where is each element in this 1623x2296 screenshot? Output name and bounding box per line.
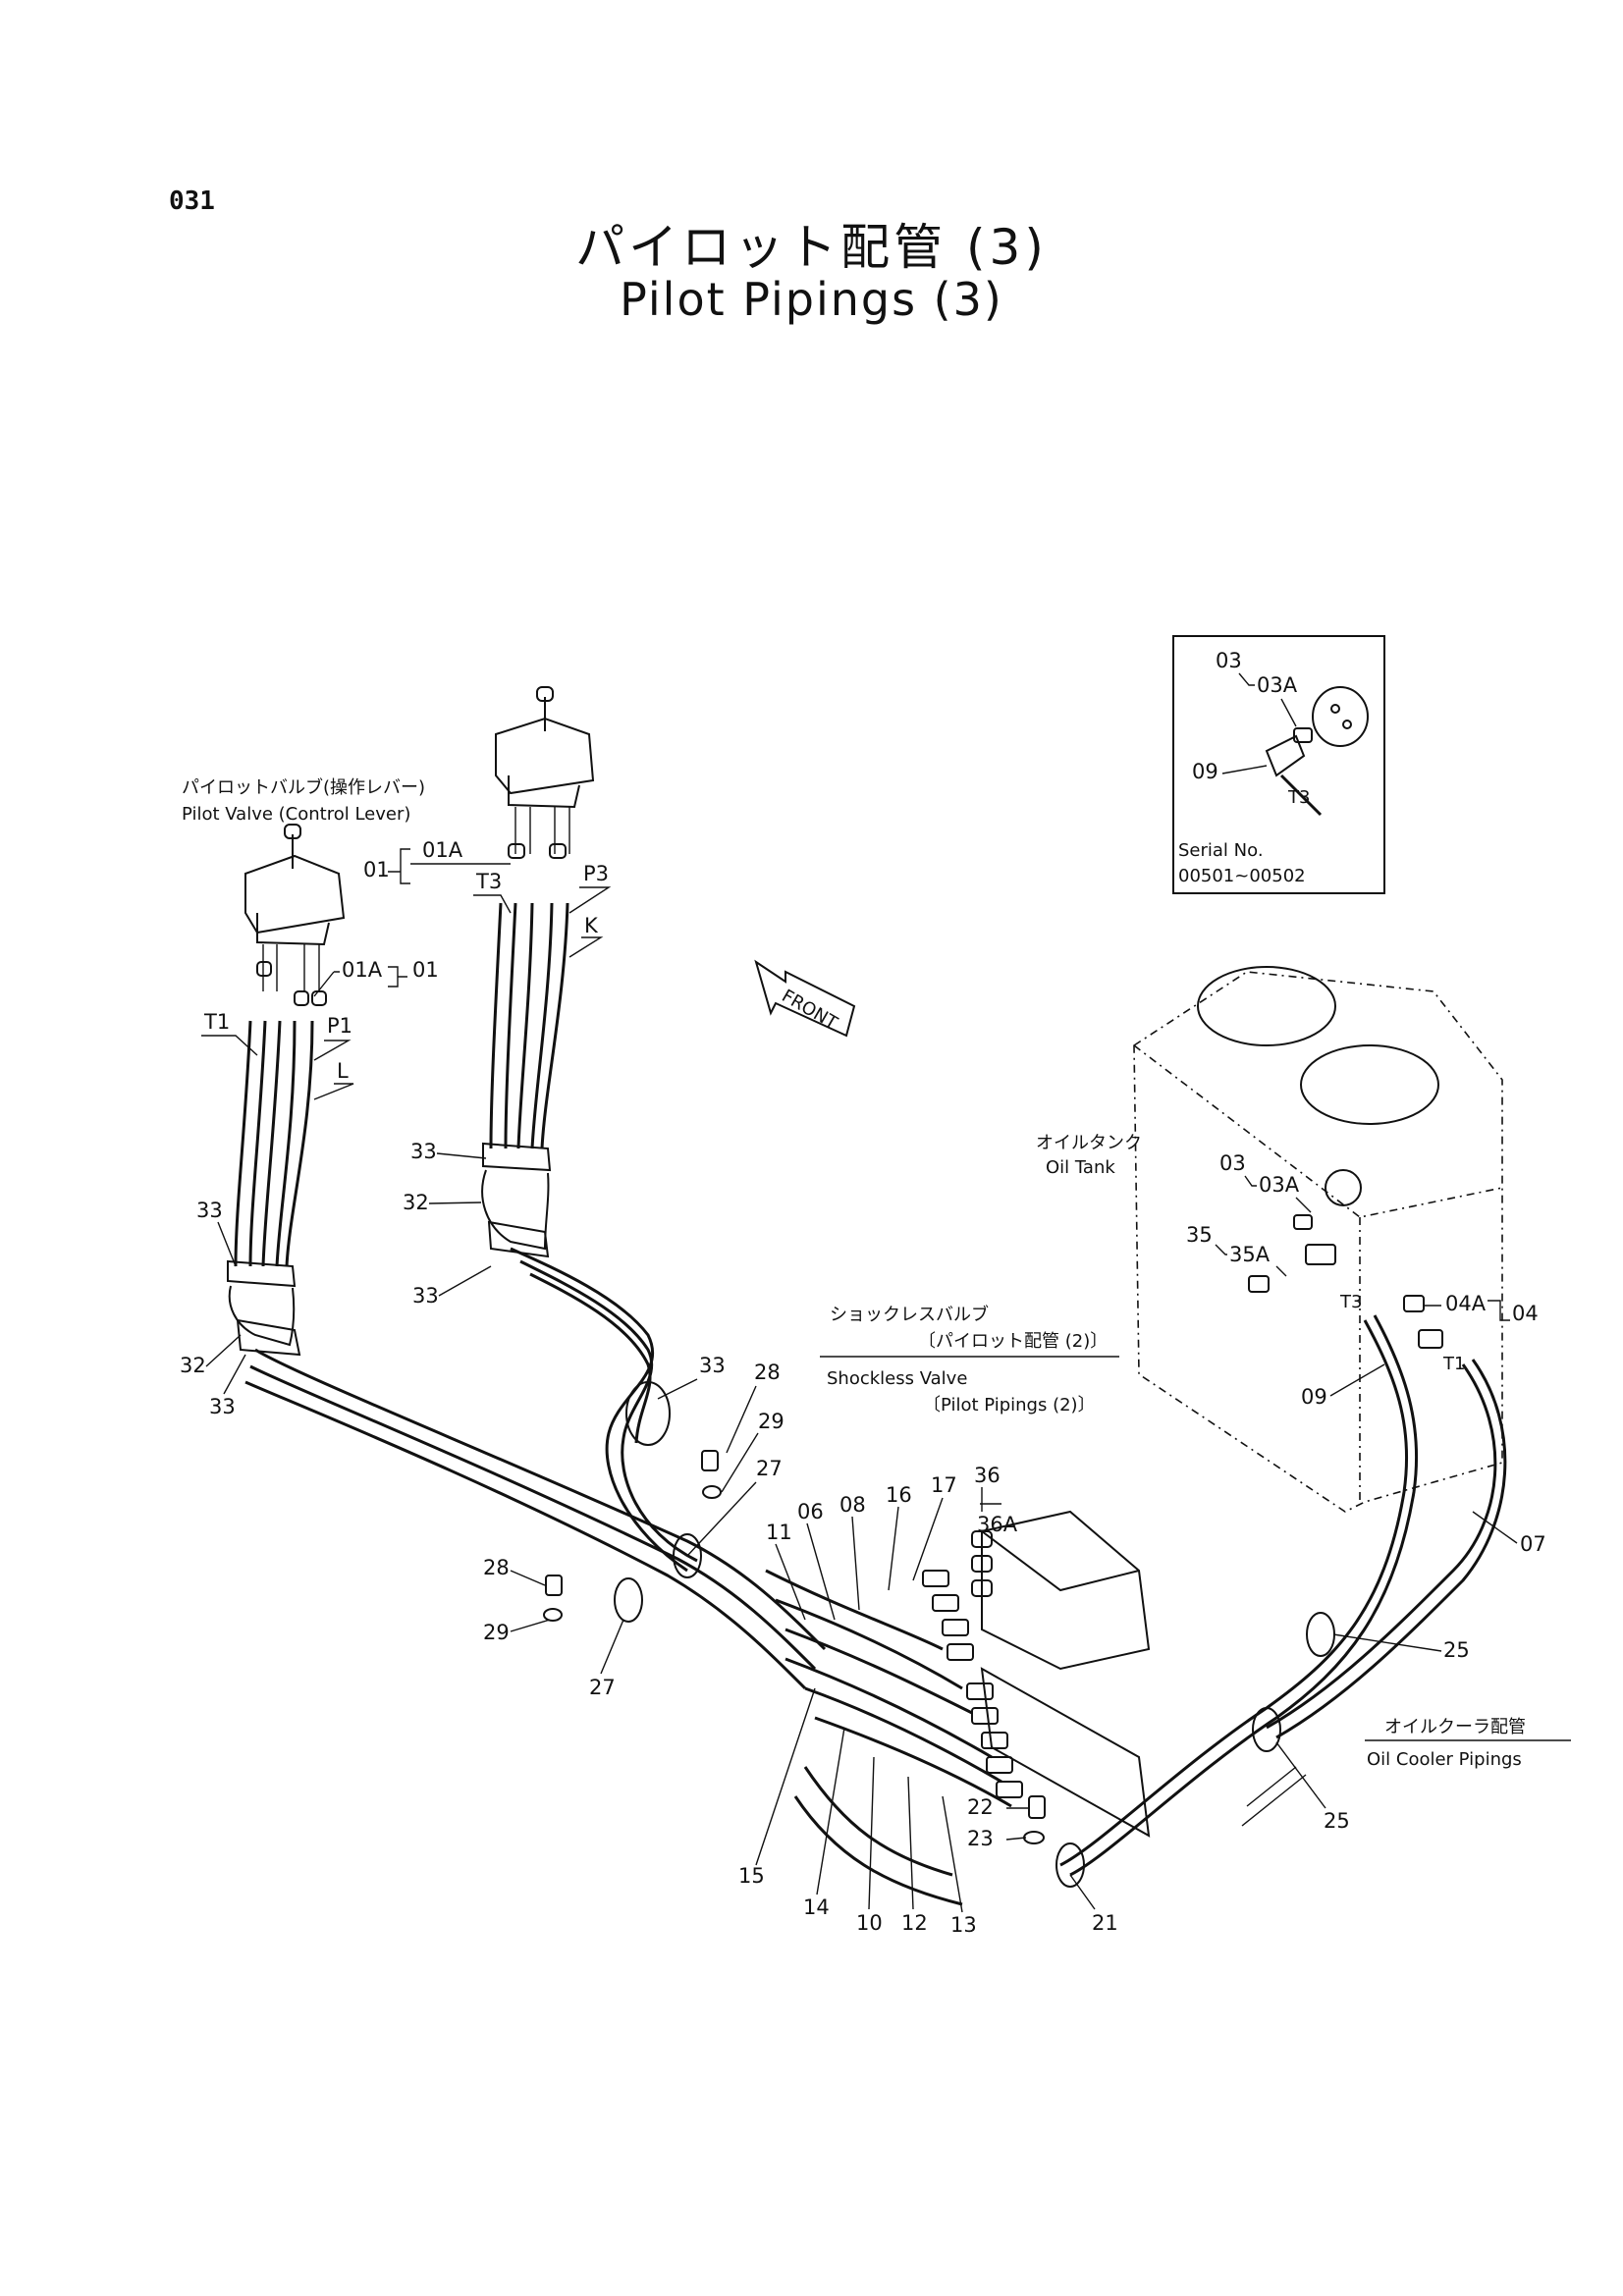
label-p3-center: P3 bbox=[583, 862, 609, 885]
label-22: 22 bbox=[967, 1795, 994, 1819]
label-28-a: 28 bbox=[754, 1361, 781, 1384]
label-09-tank: 09 bbox=[1301, 1385, 1327, 1409]
label-01-left: 01 bbox=[412, 958, 439, 982]
label-04: 04 bbox=[1512, 1302, 1539, 1325]
label-28-b: 28 bbox=[483, 1556, 510, 1579]
caption-oil-tank-jp: オイルタンク bbox=[1036, 1133, 1142, 1153]
pilot-valve-center bbox=[495, 686, 595, 859]
page-title-en: Pilot Pipings (3) bbox=[620, 273, 1003, 326]
label-03-tank: 03 bbox=[1219, 1151, 1246, 1175]
label-33-left-a: 33 bbox=[196, 1199, 223, 1222]
caption-shockless-jp-1: ショックレスバルブ bbox=[830, 1304, 989, 1325]
part-labels: 01A 01 T1 P1 L 01A 01 T3 P3 K 33 32 33 3… bbox=[180, 649, 1546, 1937]
front-arrow bbox=[754, 959, 856, 1038]
label-16: 16 bbox=[886, 1483, 912, 1507]
label-29-b: 29 bbox=[483, 1621, 510, 1644]
label-04a: 04A bbox=[1445, 1292, 1487, 1315]
label-35: 35 bbox=[1186, 1223, 1213, 1247]
hose-bundle-left bbox=[227, 1020, 314, 1357]
label-01a-center: 01A bbox=[422, 838, 463, 862]
label-t3-tank: T3 bbox=[1339, 1292, 1362, 1312]
label-10: 10 bbox=[856, 1911, 883, 1935]
label-32-center: 32 bbox=[403, 1191, 429, 1214]
caption-serial-range: 00501~00502 bbox=[1178, 866, 1306, 886]
caption-oil-cooler-jp: オイルクーラ配管 bbox=[1384, 1717, 1526, 1737]
label-l: L bbox=[337, 1059, 349, 1083]
label-12: 12 bbox=[901, 1911, 928, 1935]
label-23: 23 bbox=[967, 1827, 994, 1850]
caption-serial-label: Serial No. bbox=[1178, 840, 1264, 861]
caption-pilot-valve-en: Pilot Valve (Control Lever) bbox=[182, 804, 410, 825]
label-03a-tank: 03A bbox=[1259, 1173, 1300, 1197]
label-01a-left: 01A bbox=[342, 958, 383, 982]
label-27-b: 27 bbox=[589, 1676, 616, 1699]
shockless-valve bbox=[971, 1510, 1151, 1838]
serial-inset-box bbox=[1172, 635, 1385, 894]
label-07: 07 bbox=[1520, 1532, 1546, 1556]
label-09-inset: 09 bbox=[1192, 760, 1218, 783]
label-25-b: 25 bbox=[1324, 1809, 1350, 1833]
label-25-a: 25 bbox=[1443, 1638, 1470, 1662]
label-03a-inset: 03A bbox=[1257, 673, 1298, 697]
caption-shockless-en-1: Shockless Valve bbox=[827, 1368, 967, 1389]
label-06: 06 bbox=[797, 1500, 824, 1523]
label-33-center-a: 33 bbox=[410, 1140, 437, 1163]
caption-front: FRONT bbox=[779, 986, 842, 1034]
label-33-clamp: 33 bbox=[699, 1354, 726, 1377]
label-14: 14 bbox=[803, 1896, 830, 1919]
label-p1: P1 bbox=[327, 1014, 352, 1038]
caption-oil-cooler-en: Oil Cooler Pipings bbox=[1367, 1749, 1522, 1770]
label-36: 36 bbox=[974, 1464, 1001, 1487]
label-36a: 36A bbox=[977, 1513, 1018, 1536]
pilot-valve-left bbox=[244, 824, 346, 1006]
label-08: 08 bbox=[839, 1493, 866, 1517]
label-t1-tank: T1 bbox=[1442, 1354, 1465, 1374]
tank-pipes bbox=[1055, 1314, 1507, 1888]
label-03-inset: 03 bbox=[1216, 649, 1242, 672]
caption-shockless-en-2: 〔Pilot Pipings (2)〕 bbox=[923, 1395, 1096, 1415]
label-11: 11 bbox=[766, 1521, 792, 1544]
label-t3-center: T3 bbox=[475, 870, 502, 893]
page-title-jp: パイロット配管 (3) bbox=[575, 219, 1048, 276]
serial-inset-parts bbox=[1265, 686, 1369, 817]
label-33-left-b: 33 bbox=[209, 1395, 236, 1418]
oil-tank bbox=[1133, 966, 1503, 1513]
main-hose-run bbox=[244, 1247, 1012, 1906]
label-27-a: 27 bbox=[756, 1457, 783, 1480]
label-13: 13 bbox=[950, 1913, 977, 1937]
hose-bundle-center bbox=[481, 902, 569, 1258]
label-32-left: 32 bbox=[180, 1354, 206, 1377]
label-t1: T1 bbox=[203, 1010, 230, 1034]
label-t3-inset: T3 bbox=[1287, 787, 1310, 808]
caption-pilot-valve-jp: パイロットバルブ(操作レバー) bbox=[182, 776, 425, 798]
caption-shockless-jp-2: 〔パイロット配管 (2)〕 bbox=[918, 1331, 1108, 1352]
label-21: 21 bbox=[1092, 1911, 1118, 1935]
label-17: 17 bbox=[931, 1473, 957, 1497]
label-35a: 35A bbox=[1229, 1243, 1271, 1266]
label-29-a: 29 bbox=[758, 1410, 784, 1433]
label-33-center-b: 33 bbox=[412, 1284, 439, 1308]
label-15: 15 bbox=[738, 1864, 765, 1888]
label-k: K bbox=[584, 914, 599, 937]
fitting-row bbox=[922, 1570, 1023, 1798]
page-number: 031 bbox=[169, 187, 215, 216]
caption-oil-tank-en: Oil Tank bbox=[1046, 1157, 1115, 1178]
label-01-center: 01 bbox=[363, 858, 390, 881]
